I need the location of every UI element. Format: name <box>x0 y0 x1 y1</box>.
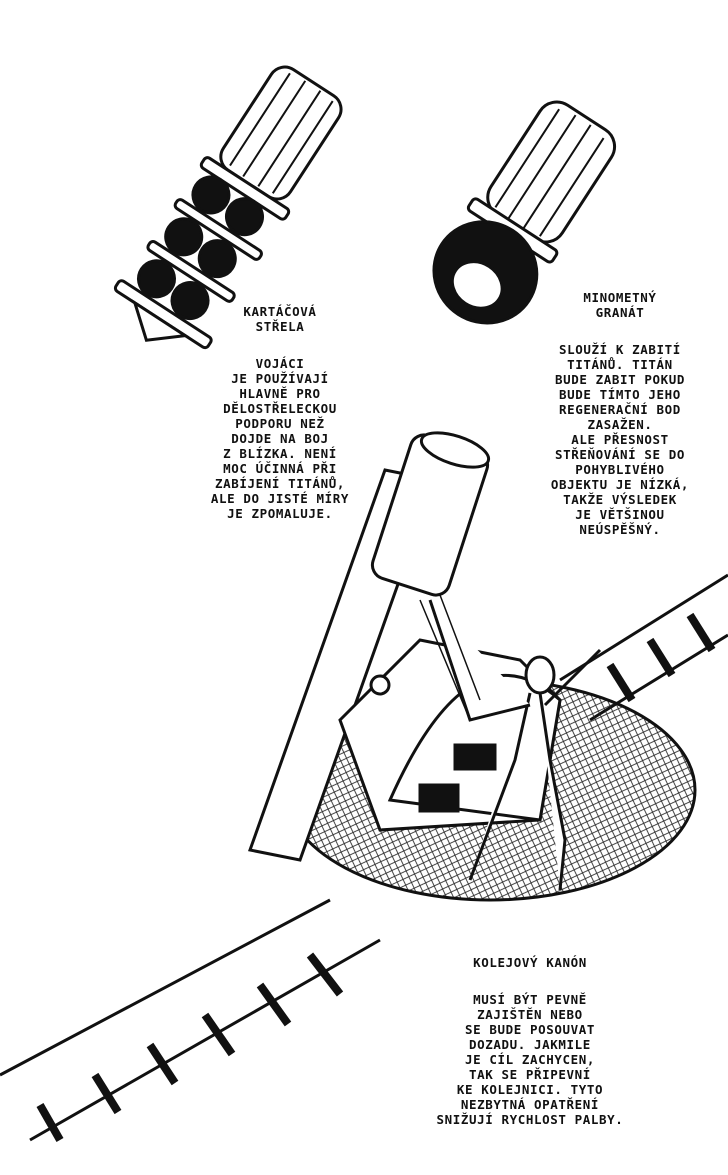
rail-cannon-description: MUSÍ BÝT PEVNĚ ZAJIŠTĚN NEBO SE BUDE POS… <box>436 992 624 1127</box>
mortar-grenade-description: SLOUŽÍ K ZABITÍ TITÁNŮ. TITÁN BUDE ZABIT… <box>550 342 690 537</box>
canister-shot-drawing <box>113 65 343 350</box>
canister-shot-caption: KARTÁČOVÁ STŘELA VOJÁCI JE POUŽÍVAJÍ HLA… <box>190 304 370 521</box>
canister-shot-description: VOJÁCI JE POUŽÍVAJÍ HLAVNĚ PRO DĚLOSTŘEL… <box>210 356 350 521</box>
mortar-grenade-title: MINOMETNÝ GRANÁT <box>583 290 657 320</box>
soldier-figure-drawing <box>419 594 602 891</box>
mortar-grenade-caption: MINOMETNÝ GRANÁT SLOUŽÍ K ZABITÍ TITÁNŮ.… <box>520 290 720 537</box>
rail-cannon-title: KOLEJOVÝ KANÓN <box>473 955 587 970</box>
rail-cannon-caption: KOLEJOVÝ KANÓN MUSÍ BÝT PEVNĚ ZAJIŠTĚN N… <box>400 955 660 1127</box>
canister-shot-title: KARTÁČOVÁ STŘELA <box>243 304 317 334</box>
mortar-grenade-drawing <box>432 100 617 325</box>
